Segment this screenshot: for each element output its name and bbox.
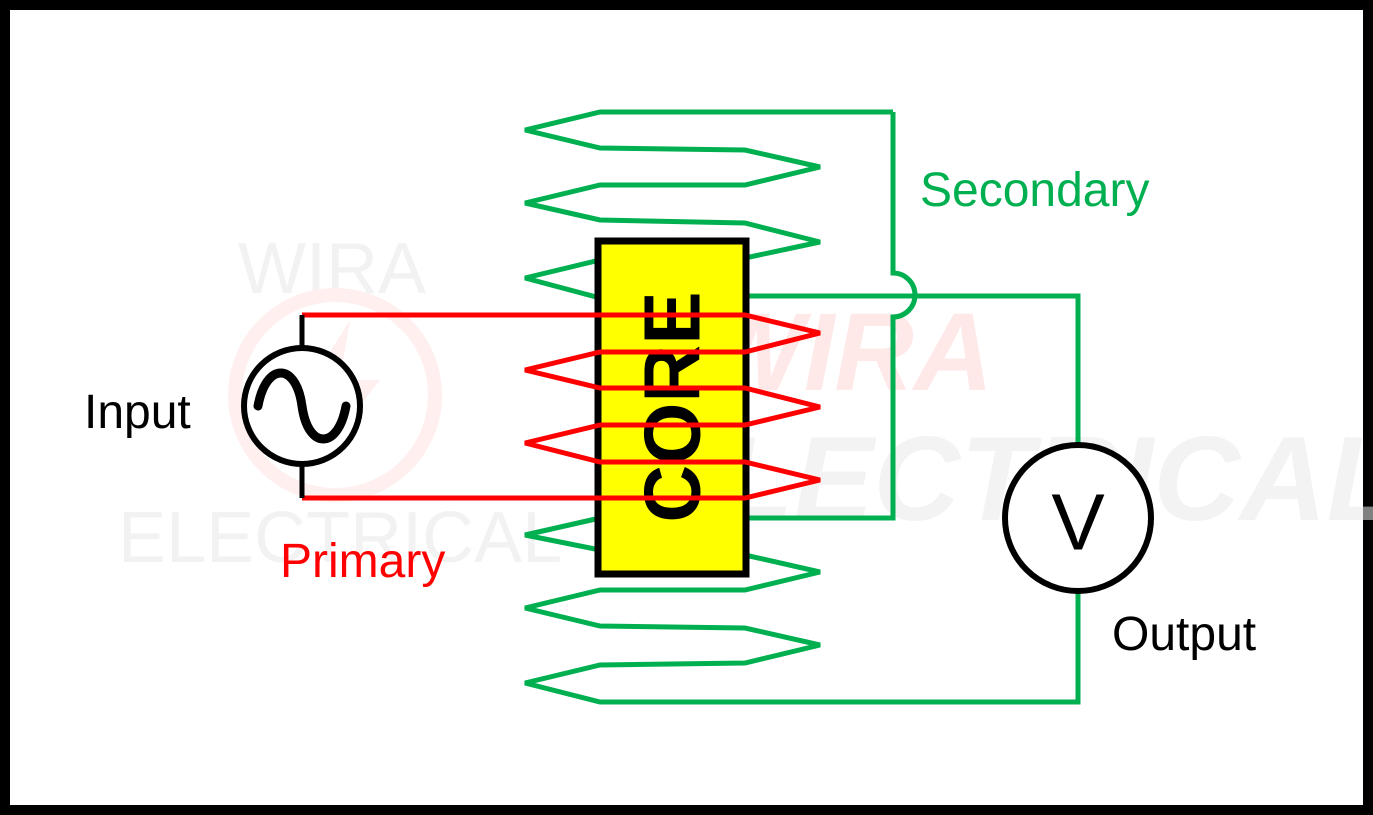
- transformer-core: [594, 237, 750, 578]
- watermark-bottom-text: ELECTRICAL: [118, 498, 562, 578]
- voltmeter-label: V: [1051, 478, 1105, 567]
- output-label: Output: [1112, 608, 1256, 661]
- secondary-lead-right: [745, 293, 1081, 445]
- input-label: Input: [84, 386, 191, 439]
- watermark-logo-icon: [228, 288, 442, 502]
- voltmeter-circle: [1002, 442, 1154, 594]
- core-label: CORE: [628, 291, 717, 522]
- secondary-winding-upper: [524, 109, 893, 301]
- secondary-winding: [524, 109, 1081, 705]
- secondary-label: Secondary: [920, 164, 1149, 217]
- primary-label: Primary: [280, 535, 445, 588]
- voltmeter-icon: V: [1002, 442, 1154, 594]
- sine-wave-icon: [253, 368, 351, 444]
- primary-winding-coil: [302, 312, 821, 501]
- ac-source-icon: [241, 315, 363, 498]
